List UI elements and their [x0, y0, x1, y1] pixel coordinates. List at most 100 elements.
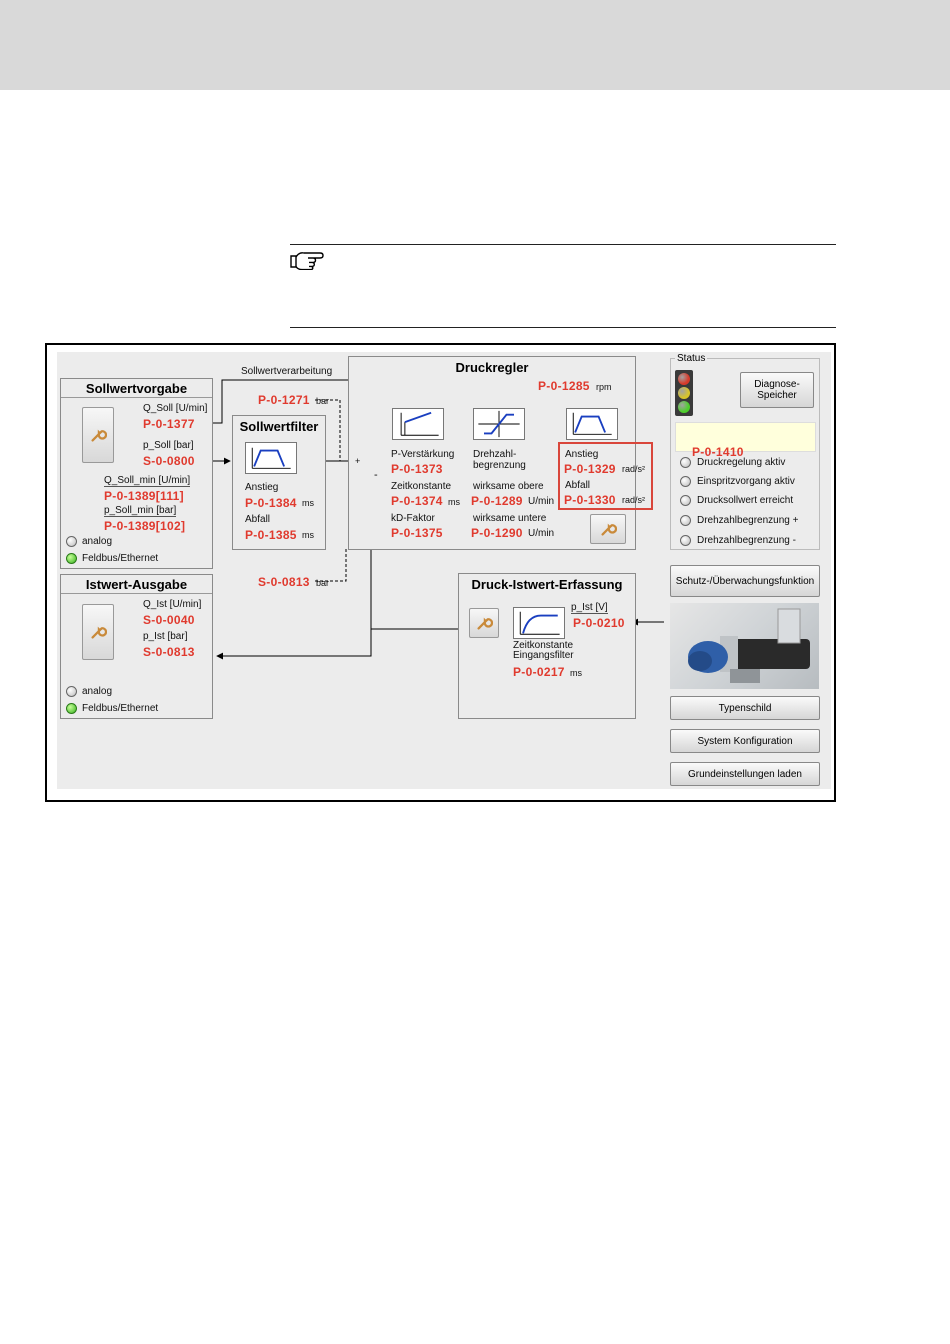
p-ist-v-param[interactable]: P-0-0210: [573, 616, 625, 630]
typenschild-button[interactable]: Typenschild: [670, 696, 820, 720]
sollwertfilter-title: Sollwertfilter: [239, 419, 319, 434]
wirksame-obere-label: wirksame obere: [473, 481, 544, 492]
ramp-icon: [566, 408, 618, 440]
sollwertfilter-box: Sollwertfilter: [232, 415, 326, 550]
druckregler-anstieg-param[interactable]: P-0-1329: [564, 462, 616, 476]
wirksame-obere-param[interactable]: P-0-1289: [471, 494, 523, 508]
p-soll-label: p_Soll [bar]: [143, 440, 194, 451]
druckregler-abfall-unit: rad/s²: [622, 495, 646, 505]
status-druckregelung-label: Druckregelung aktiv: [697, 457, 786, 468]
s-0-0813-ref-unit: bar: [316, 578, 330, 588]
ramp-filter-icon: [245, 442, 297, 474]
servo-pump-image: [670, 603, 819, 689]
p-0-1271-param[interactable]: P-0-1271: [258, 393, 310, 407]
pointing-hand-icon: [290, 252, 324, 270]
zeitkonstante-param[interactable]: P-0-1374: [391, 494, 443, 508]
wirksame-untere-label: wirksame untere: [473, 513, 547, 524]
druckregler-anstieg-unit: rad/s²: [622, 464, 646, 474]
sollwert-feldbus-radio[interactable]: [66, 553, 77, 564]
status-led-druckregelung: [680, 457, 691, 468]
p-ist-param[interactable]: S-0-0813: [143, 645, 195, 659]
druckregler-title: Druckregler: [455, 360, 529, 375]
filter-anstieg-label: Anstieg: [245, 482, 279, 493]
status-led-drehzahl-plus: [680, 515, 691, 526]
status-group: [670, 358, 820, 550]
istwert-analog-radio[interactable]: [66, 686, 77, 697]
filter-anstieg-param[interactable]: P-0-1384: [245, 496, 297, 510]
q-soll-param[interactable]: P-0-1377: [143, 417, 195, 431]
p-gain-icon: [392, 408, 444, 440]
q-soll-min-param[interactable]: P-0-1389[111]: [104, 489, 184, 503]
druckregler-abfall-param[interactable]: P-0-1330: [564, 493, 616, 507]
druckregler-settings-button[interactable]: [590, 514, 626, 544]
status-drehzahl-minus-label: Drehzahlbegrenzung -: [697, 535, 796, 546]
p-soll-min-param[interactable]: P-0-1389[102]: [104, 519, 186, 533]
red-lamp: [678, 373, 690, 385]
status-drucksollwert-label: Drucksollwert erreicht: [697, 495, 794, 506]
wirksame-untere-unit: U/min: [528, 528, 555, 539]
zeitkonstante-unit: ms: [448, 497, 460, 507]
p-verstaerkung-label: P-Verstärkung: [391, 449, 455, 460]
q-ist-label: Q_Ist [U/min]: [143, 599, 202, 610]
grundeinstellungen-laden-button[interactable]: Grundeinstellungen laden: [670, 762, 820, 786]
page-header-band: [0, 0, 950, 90]
zeitkonstante-eingangsfilter-unit: ms: [570, 668, 582, 678]
p-verstaerkung-param[interactable]: P-0-1373: [391, 462, 443, 476]
status-led-drucksollwert: [680, 495, 691, 506]
istwert-analog-label: analog: [82, 686, 113, 697]
istwert-feldbus-label: Feldbus/Ethernet: [82, 703, 159, 714]
druckregler-abfall-label: Abfall: [565, 480, 591, 491]
druckregler-anstieg-label: Anstieg: [565, 449, 599, 460]
p-soll-min-label: p_Soll_min [bar]: [104, 505, 177, 517]
druck-istwert-title: Druck-Istwert-Erfassung: [471, 577, 623, 592]
wirksame-obere-unit: U/min: [528, 496, 555, 507]
druck-istwert-settings-button[interactable]: [469, 608, 499, 638]
p-0-1285-param[interactable]: P-0-1285: [538, 379, 590, 393]
istwert-feldbus-radio[interactable]: [66, 703, 77, 714]
schutz-ueberwachung-button[interactable]: Schutz-/Überwachungsfunktion: [670, 565, 820, 597]
status-led-einspritzvorgang: [680, 476, 691, 487]
s-0-0813-ref-param[interactable]: S-0-0813: [258, 575, 310, 589]
istwert-settings-button[interactable]: [82, 604, 114, 660]
status-message-field: [675, 422, 816, 452]
p-0-1271-unit: bar: [316, 396, 330, 406]
system-konfiguration-button[interactable]: System Konfiguration: [670, 729, 820, 753]
sum-minus-sign: -: [374, 469, 378, 481]
zeitkonstante-eingangsfilter-param[interactable]: P-0-0217: [513, 665, 565, 679]
wirksame-untere-param[interactable]: P-0-1290: [471, 526, 523, 540]
p-soll-param[interactable]: S-0-0800: [143, 454, 195, 468]
p-0-1285-unit: rpm: [596, 382, 612, 392]
p-0-1410-param[interactable]: P-0-1410: [692, 445, 744, 459]
druckregler-box: Druckregler: [348, 356, 636, 550]
kd-faktor-param[interactable]: P-0-1375: [391, 526, 443, 540]
p-ist-v-label: p_Ist [V]: [571, 602, 608, 614]
q-soll-min-label: Q_Soll_min [U/min]: [104, 475, 191, 487]
sollwert-analog-radio[interactable]: [66, 536, 77, 547]
note-bottom-rule: [290, 327, 836, 328]
wrench-icon: [601, 523, 617, 536]
zeitkonstante-eingangsfilter-label: Zeitkonstante Eingangsfilter: [513, 640, 574, 661]
filter-anstieg-unit: ms: [302, 498, 314, 508]
wrench-icon: [91, 626, 107, 639]
kd-faktor-label: kD-Faktor: [391, 513, 435, 524]
q-soll-label: Q_Soll [U/min]: [143, 403, 208, 414]
status-title: Status: [675, 353, 708, 364]
filter-abfall-label: Abfall: [245, 514, 271, 525]
sollwertvorgabe-settings-button[interactable]: [82, 407, 114, 463]
input-filter-icon: [513, 607, 565, 639]
istwert-ausgabe-title: Istwert-Ausgabe: [85, 577, 188, 592]
wrench-icon: [477, 617, 493, 630]
diagnose-speicher-button[interactable]: Diagnose- Speicher: [740, 372, 814, 408]
q-ist-param[interactable]: S-0-0040: [143, 613, 195, 627]
drehzahlbegrenzung-label: Drehzahl- begrenzung: [473, 449, 526, 471]
sollwertverarbeitung-label: Sollwertverarbeitung: [241, 366, 333, 377]
istwert-ausgabe-box: Istwert-Ausgabe: [60, 574, 213, 719]
filter-abfall-param[interactable]: P-0-1385: [245, 528, 297, 542]
speed-limit-icon: [473, 408, 525, 440]
note-top-rule: [290, 244, 836, 245]
sum-plus-sign: +: [355, 456, 361, 466]
p-ist-label: p_Ist [bar]: [143, 631, 188, 642]
zeitkonstante-label: Zeitkonstante: [391, 481, 452, 492]
filter-abfall-unit: ms: [302, 530, 314, 540]
wrench-icon: [91, 429, 107, 442]
